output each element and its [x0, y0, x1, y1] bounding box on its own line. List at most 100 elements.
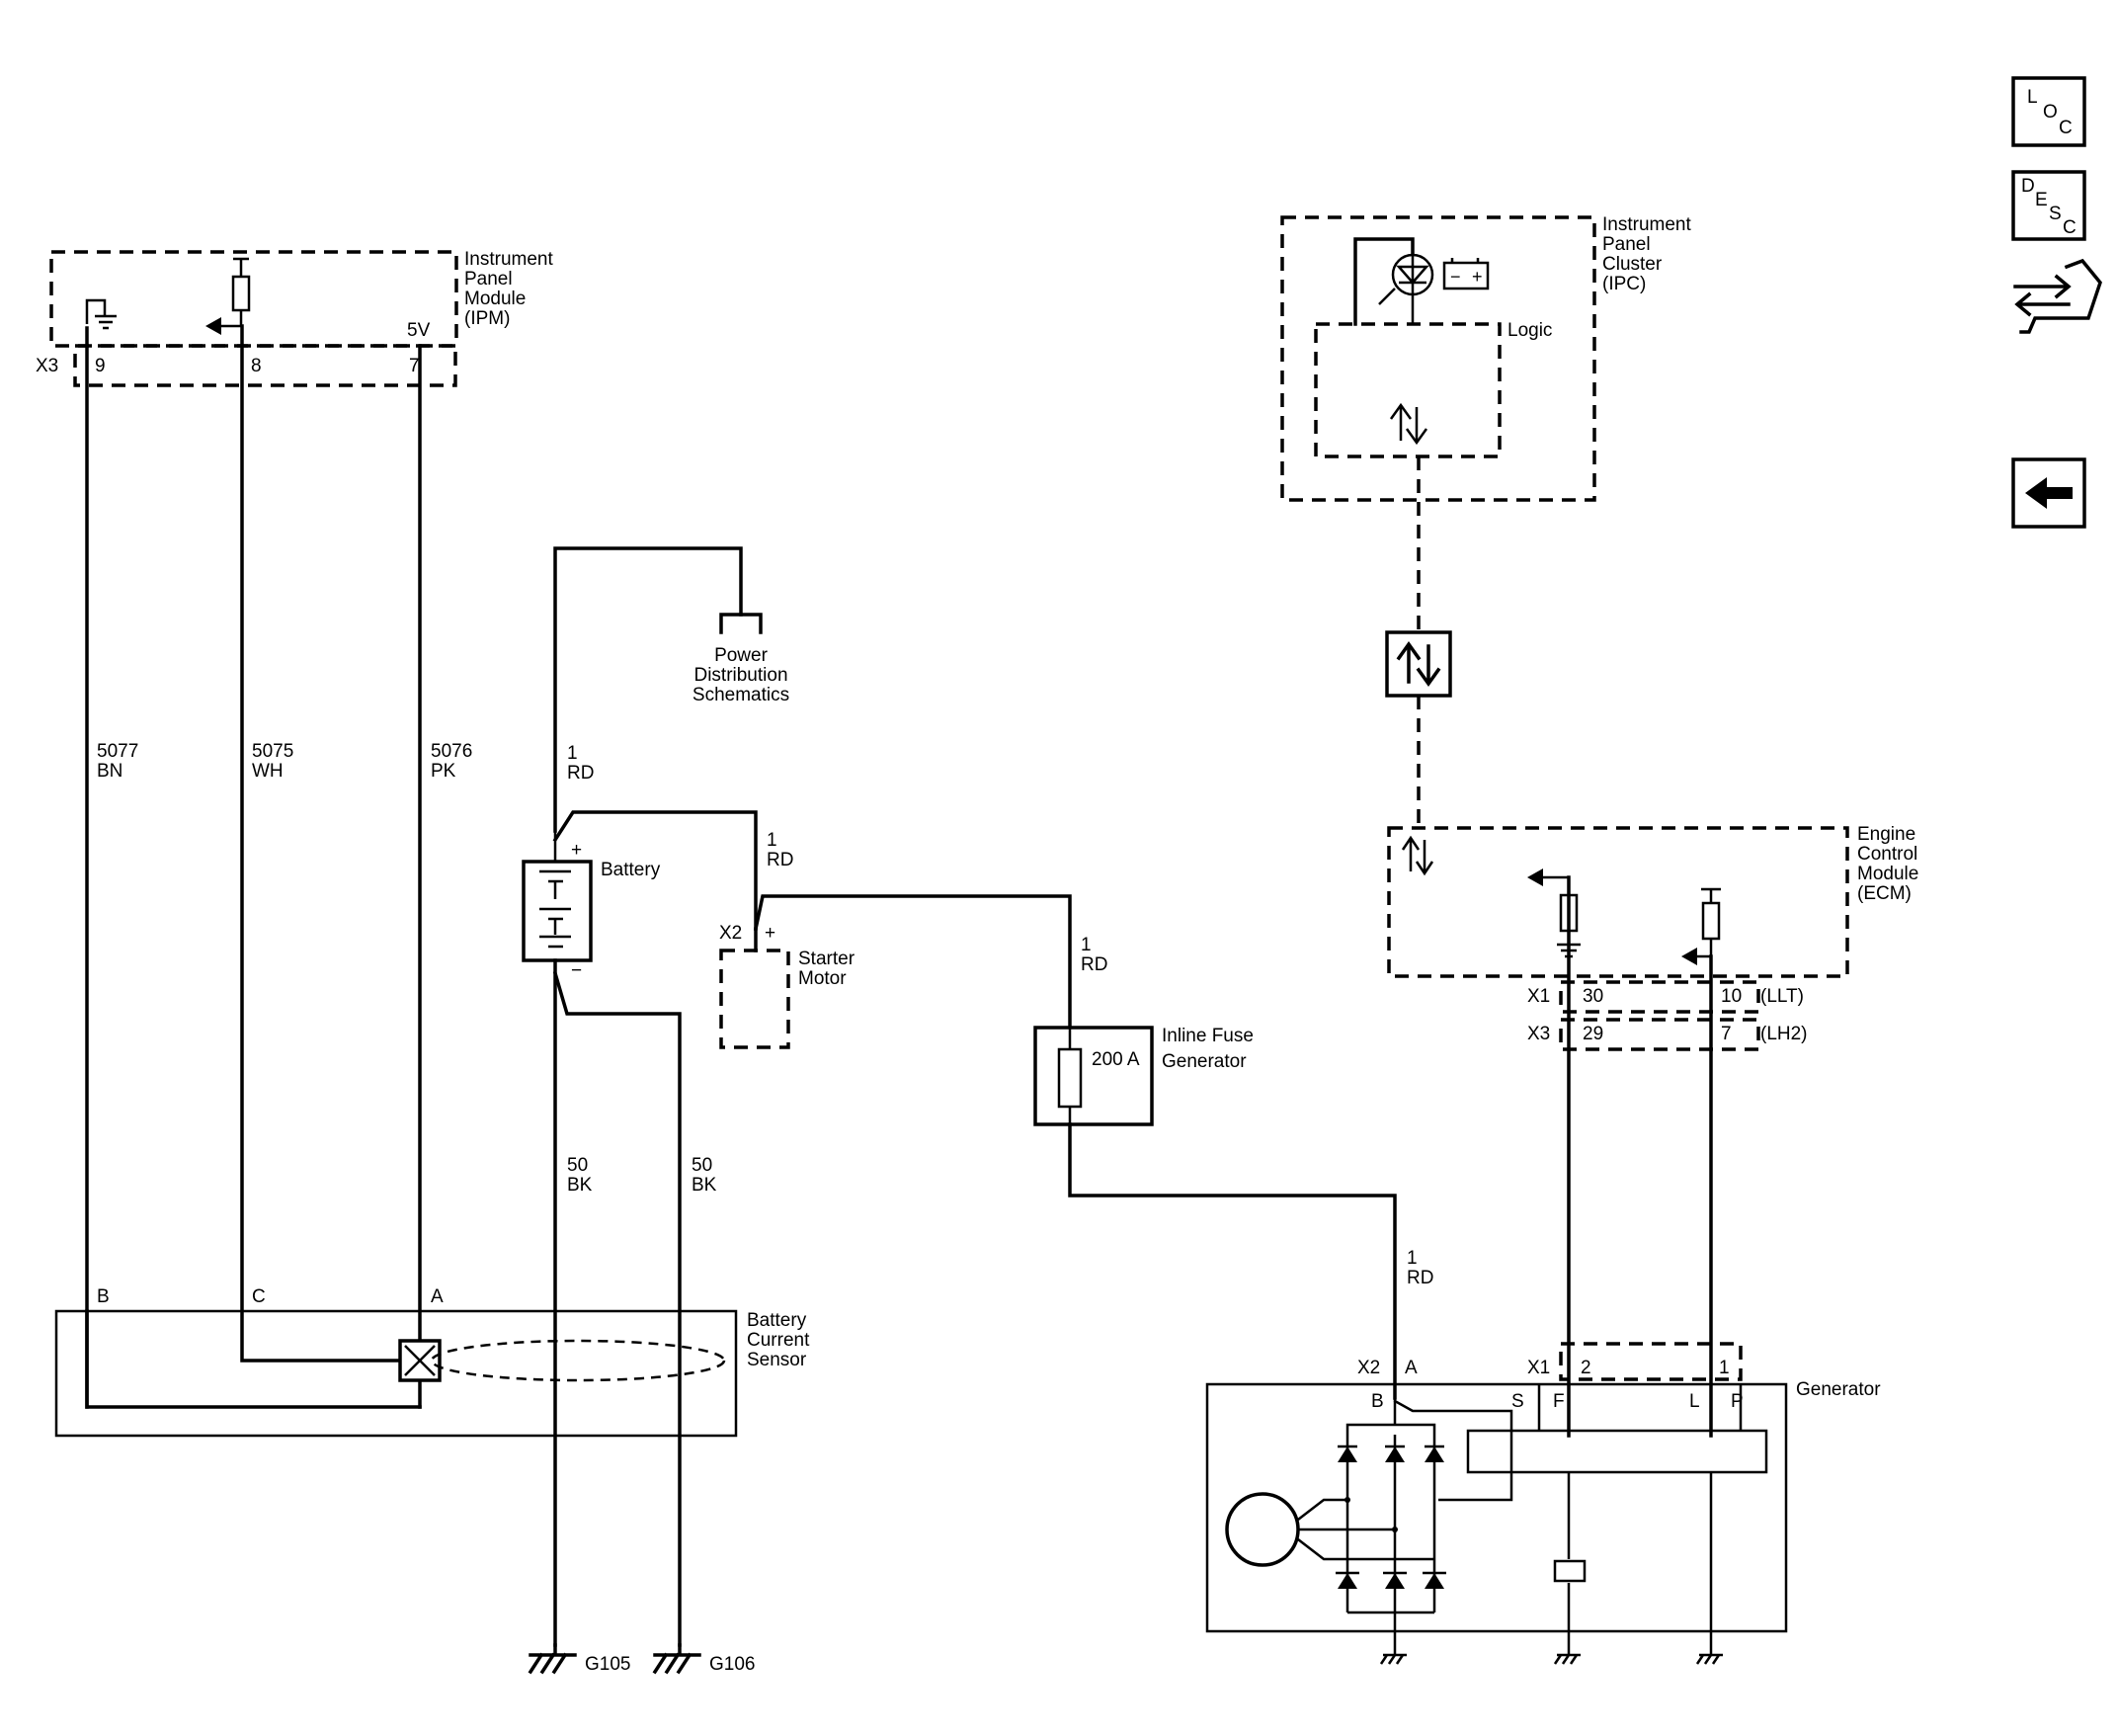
field-coil-icon [1553, 1559, 1587, 1583]
wire-label: 50 [692, 1155, 712, 1176]
ipm-pullup-resistor-icon [205, 257, 251, 335]
battery-warning-icon: − + [1442, 258, 1490, 290]
generator-terminal: L [1689, 1391, 1700, 1412]
rectifier-icon [1336, 1435, 1446, 1645]
ecm-connector: X1 [1527, 986, 1550, 1007]
wire-1-rd-starter [552, 810, 758, 931]
generator-x1: X1 [1527, 1358, 1550, 1378]
wire-label: 1 [1081, 935, 1092, 955]
ecm-pulldown-resistor-icon [1527, 868, 1581, 958]
starter-label: Motor [798, 968, 847, 989]
power-distribution-label: Power [714, 645, 769, 666]
ipc-module: Instrument Panel Cluster (IPC) Logic − + [1280, 214, 1691, 502]
fuse-label: Generator [1162, 1051, 1247, 1072]
wire-label: WH [252, 761, 284, 782]
ipm-ground-icon [85, 298, 117, 330]
sensor-label: Battery [747, 1310, 807, 1331]
ecm-connector: X3 [1527, 1024, 1550, 1044]
desc-button[interactable]: D E S C [2011, 170, 2086, 241]
wire-5075 [240, 324, 402, 1363]
ipc-name: (IPC) [1602, 274, 1646, 294]
connector-view-icon [2013, 258, 2102, 334]
back-arrow-icon [2025, 477, 2073, 509]
sensor-pin: A [431, 1286, 444, 1307]
wire-label: BN [97, 761, 122, 782]
desc-letter: D [2021, 176, 2035, 197]
sensor-label: Sensor [747, 1350, 807, 1370]
ipc-name: Cluster [1602, 254, 1663, 275]
generator-x2: X2 [1357, 1358, 1380, 1378]
wires-ipm [85, 324, 422, 1409]
sensor-pin: C [252, 1286, 266, 1307]
generator-terminal: F [1553, 1391, 1565, 1412]
wire-label: PK [431, 761, 456, 782]
ecm-pullup-resistor-icon [1681, 887, 1721, 965]
generator-label: Generator [1796, 1379, 1881, 1400]
ipc-logic-label: Logic [1507, 320, 1552, 341]
starter-label: Starter [798, 949, 855, 969]
battery-minus: − [571, 960, 582, 981]
ecm-name: Control [1857, 844, 1917, 865]
desc-icon [2011, 170, 2086, 241]
desc-letter: S [2049, 204, 2062, 224]
ecm-name: Module [1857, 864, 1918, 884]
ecm-name: (ECM) [1857, 883, 1912, 904]
back-button[interactable] [2011, 457, 2086, 529]
ecm-pin: 7 [1721, 1024, 1732, 1044]
wire-label: 1 [567, 743, 578, 764]
ground-g105-icon [528, 1643, 577, 1675]
ecm-variant: (LLT) [1760, 986, 1804, 1007]
ecm-name: Engine [1857, 824, 1915, 845]
wire-5077 [85, 326, 422, 1409]
generator-ground-icon [1379, 1645, 1723, 1665]
wire-1-rd-power [553, 546, 743, 833]
ipm-name: (IPM) [464, 308, 510, 329]
power-distribution-label: Schematics [692, 685, 789, 705]
ipm-pin: 9 [95, 356, 106, 376]
ground-label: G106 [709, 1654, 755, 1675]
power-distribution-label: Distribution [693, 665, 787, 686]
generator-terminal: B [1371, 1391, 1384, 1412]
generator: X2 A X1 2 1 Generator B S F L P [1205, 1342, 1881, 1665]
wire-label: RD [567, 763, 594, 784]
battery-current-sensor: B C A Battery Current Sensor [54, 1286, 810, 1438]
ecm-variant: (LH2) [1760, 1024, 1808, 1044]
loc-button[interactable]: L O C [2011, 76, 2086, 147]
ecm-pin: 30 [1583, 986, 1603, 1007]
ipm-name: Instrument [464, 249, 553, 270]
ipm-name: Module [464, 289, 526, 309]
desc-letter: E [2035, 190, 2048, 210]
generator-x2-pin: A [1405, 1358, 1418, 1378]
ipm-connector-label: X3 [36, 356, 58, 376]
ipm-name: Panel [464, 269, 513, 289]
wire-label: RD [767, 850, 793, 870]
loc-letter: O [2043, 102, 2058, 123]
wire-1-rd-generator [1068, 1122, 1397, 1400]
starter-connector: X2 [719, 923, 742, 944]
battery-plus: + [571, 840, 582, 861]
wire-label: BK [692, 1175, 717, 1196]
starter-plus: + [765, 923, 775, 944]
connector-view-button[interactable] [2013, 258, 2102, 334]
wire-label: 5075 [252, 741, 293, 762]
wire-label: 50 [567, 1155, 588, 1176]
ipc-battery-minus: − [1450, 267, 1461, 287]
ipm-connector-x3 [73, 344, 457, 387]
starter-motor: X2 + Starter Motor [719, 894, 1072, 1049]
sensor-label: Current [747, 1330, 810, 1351]
battery-label: Battery [601, 860, 661, 880]
generator-x1-pin: 1 [1719, 1358, 1730, 1378]
ground-label: G105 [585, 1654, 630, 1675]
stator-icon [1225, 1492, 1300, 1567]
ipc-name: Panel [1602, 234, 1651, 255]
generator-x1-pin: 2 [1581, 1358, 1591, 1378]
loc-icon [2011, 76, 2086, 147]
wire-label: 5076 [431, 741, 472, 762]
serial-data-icon [1389, 402, 1428, 446]
wire-1-rd-fuse [753, 894, 1072, 1030]
loc-letter: L [2027, 87, 2038, 108]
ground-g106-icon [652, 1643, 701, 1675]
ipm-5v-label: 5V [407, 320, 431, 341]
ipm-pin: 8 [251, 356, 262, 376]
inline-fuse-generator: 200 A Inline Fuse Generator [1033, 1026, 1254, 1126]
